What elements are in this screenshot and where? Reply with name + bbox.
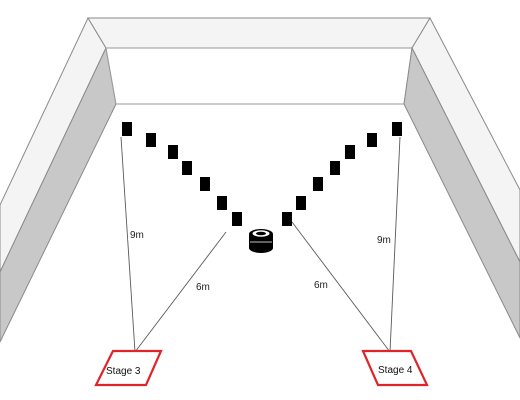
- marker-row-left: [122, 122, 242, 226]
- marker: [146, 133, 156, 147]
- right-long-line: [389, 136, 401, 353]
- marker: [168, 145, 178, 159]
- marker: [217, 196, 227, 210]
- marker: [313, 177, 323, 191]
- left-short-distance-label: 6m: [196, 282, 210, 293]
- distance-labels: 9m 6m 6m 9m: [128, 228, 394, 293]
- right-wall-top: [411, 16, 520, 263]
- marker: [330, 161, 340, 175]
- top-wall-top: [87, 17, 431, 49]
- marker: [200, 177, 210, 191]
- marker: [296, 196, 306, 210]
- marker: [367, 133, 377, 147]
- stage-4-label: Stage 4: [378, 365, 413, 376]
- marker: [182, 161, 192, 175]
- distance-lines: [120, 136, 401, 353]
- marker: [122, 122, 132, 136]
- marker: [232, 212, 242, 226]
- marker: [392, 122, 402, 136]
- right-long-distance-label: 9m: [377, 235, 391, 246]
- marker: [282, 212, 292, 226]
- left-long-line: [120, 136, 136, 353]
- right-short-distance-label: 6m: [314, 280, 328, 291]
- stage-3-pad: Stage 3: [94, 349, 163, 387]
- left-short-line: [134, 231, 227, 353]
- right-wall-face: [403, 46, 520, 339]
- left-long-distance-label: 9m: [130, 230, 144, 241]
- speaker-icon: [249, 229, 273, 253]
- stage-3-label: Stage 3: [106, 366, 141, 377]
- back-wall-face: [105, 47, 413, 105]
- right-short-line: [291, 221, 391, 353]
- marker: [345, 145, 355, 159]
- room-walls: [0, 16, 520, 343]
- marker-row-right: [282, 122, 402, 226]
- stage-4-pad: Stage 4: [361, 349, 429, 387]
